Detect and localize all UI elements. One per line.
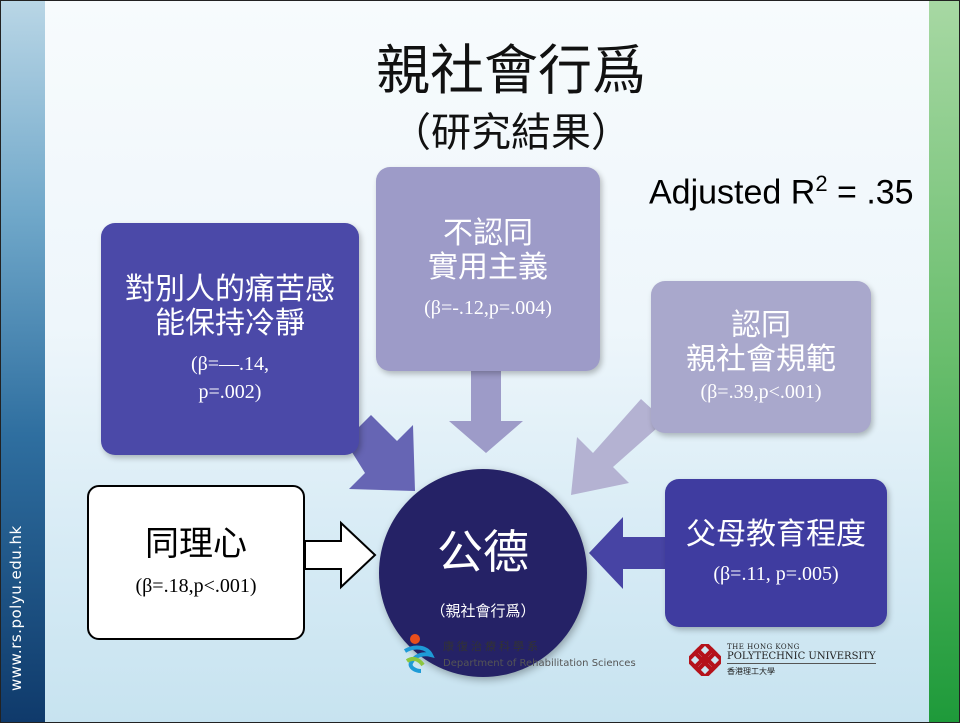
polyu-emblem-icon: [689, 644, 721, 676]
predictor-prosocial-norms: 認同 親社會規範 (β=.39,p<.001): [651, 281, 871, 433]
r2-label: Adjusted R: [649, 173, 816, 212]
rehab-figure-icon: [403, 634, 435, 673]
predictor-label-line2: 實用主義: [428, 250, 548, 285]
predictor-stat: (β=.39,p<.001): [700, 380, 822, 403]
predictor-stat-line1: (β=—.14,: [190, 352, 270, 375]
right-sidebar-bar: [929, 1, 959, 722]
r2-superscript: 2: [815, 171, 828, 196]
outcome-label: 公德: [437, 524, 529, 579]
predictor-stat: (β=.11, p=.005): [713, 563, 839, 586]
predictor-empathy: 同理心 (β=.18,p<.001): [87, 485, 305, 640]
outcome-sublabel: （親社會行爲）: [430, 601, 536, 620]
predictor-label: 認同 親社會規範: [686, 307, 836, 378]
left-sidebar-bar: www.rs.polyu.edu.hk: [1, 1, 45, 722]
predictor-stat: (β=-.12,p=.004): [424, 296, 552, 319]
predictor-pragmatism: 不認同 實用主義 (β=-.12,p=.004): [376, 167, 600, 371]
arrow-from-pragmatism: [449, 371, 523, 453]
predictor-label: 對別人的痛苦感 能保持冷靜: [125, 271, 335, 342]
predictor-label-line1: 認同: [731, 307, 791, 343]
predictor-label-line1: 對別人的痛苦感: [125, 271, 335, 307]
polyu-name-cn: 香港理工大學: [727, 667, 775, 676]
polyu-text: THE HONG KONG POLYTECHNIC UNIVERSITY 香港理…: [727, 643, 876, 677]
arrow-from-norms: [571, 399, 665, 495]
slide-title: 親社會行爲: [376, 39, 646, 102]
dept-text: 康復治療科學系 Department of Rehabilitation Sci…: [443, 638, 636, 669]
dept-name-en: Department of Rehabilitation Sciences: [443, 657, 636, 669]
predictor-stat-line2: p=.002): [198, 380, 262, 403]
predictor-label-line1: 不認同: [443, 215, 533, 251]
dept-logo: 康復治療科學系 Department of Rehabilitation Sci…: [401, 633, 636, 673]
adjusted-r2: Adjusted R2 = .35: [649, 171, 914, 212]
predictor-label: 父母教育程度: [686, 516, 866, 552]
predictor-stat: (β=—.14, p=.002): [191, 350, 269, 406]
polyu-logo: THE HONG KONG POLYTECHNIC UNIVERSITY 香港理…: [689, 643, 876, 677]
predictor-label: 同理心: [145, 523, 247, 564]
arrow-from-calm: [345, 415, 415, 491]
slide-subtitle: （研究結果）: [391, 110, 631, 156]
polyu-small-text: THE HONG KONG: [727, 643, 800, 651]
r2-value: = .35: [827, 173, 914, 212]
predictor-calm-distress: 對別人的痛苦感 能保持冷靜 (β=—.14, p=.002): [101, 223, 359, 455]
arrow-from-empathy: [304, 520, 377, 590]
predictor-label-line2: 能保持冷靜: [155, 306, 305, 341]
predictor-stat: (β=.18,p<.001): [135, 575, 257, 598]
polyu-name: POLYTECHNIC UNIVERSITY: [727, 651, 876, 664]
dept-name-cn: 康復治療科學系: [443, 639, 541, 653]
predictor-label: 不認同 實用主義: [428, 215, 548, 286]
arrow-from-parent-edu: [589, 517, 665, 589]
predictor-parent-education: 父母教育程度 (β=.11, p=.005): [665, 479, 887, 627]
predictor-label-line2: 親社會規範: [686, 342, 836, 377]
